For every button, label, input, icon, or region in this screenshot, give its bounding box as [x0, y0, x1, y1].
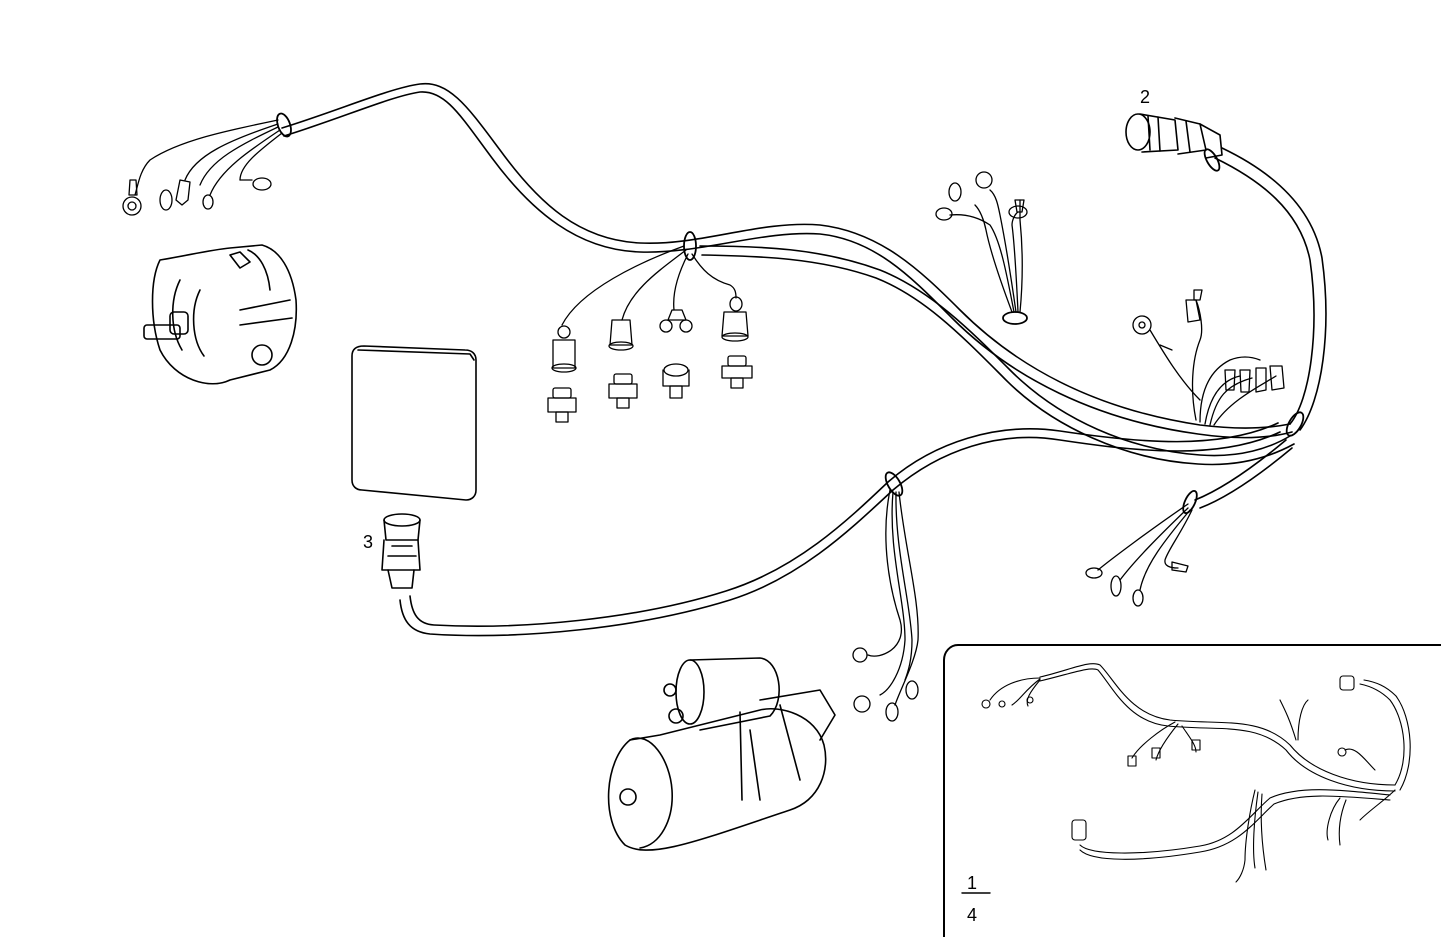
connector-3-drawing	[382, 514, 420, 588]
lower-right-terminals	[1086, 504, 1192, 606]
starter-motor-drawing	[609, 658, 835, 850]
inset-fraction-numerator: 1	[967, 873, 978, 893]
sender-sockets	[552, 246, 748, 372]
main-harness-lower	[400, 148, 1326, 636]
inset-fraction-denominator: 4	[967, 905, 978, 925]
main-harness-upper	[282, 84, 1294, 465]
inset-harness-miniature	[982, 664, 1410, 882]
right-terminal-cluster	[1133, 290, 1284, 425]
center-right-terminals	[936, 172, 1027, 312]
harness-clamps	[274, 112, 1306, 515]
control-box-drawing	[352, 346, 476, 500]
top-left-wire-bundle	[123, 120, 282, 215]
starter-wire-bundle	[853, 490, 918, 721]
connector-2-drawing	[1126, 114, 1222, 158]
alternator-drawing	[144, 245, 296, 384]
callout-3-label: 3	[363, 532, 374, 552]
pressure-switches	[548, 356, 752, 422]
inset-frame	[944, 645, 1441, 937]
callout-2-label: 2	[1140, 87, 1151, 107]
